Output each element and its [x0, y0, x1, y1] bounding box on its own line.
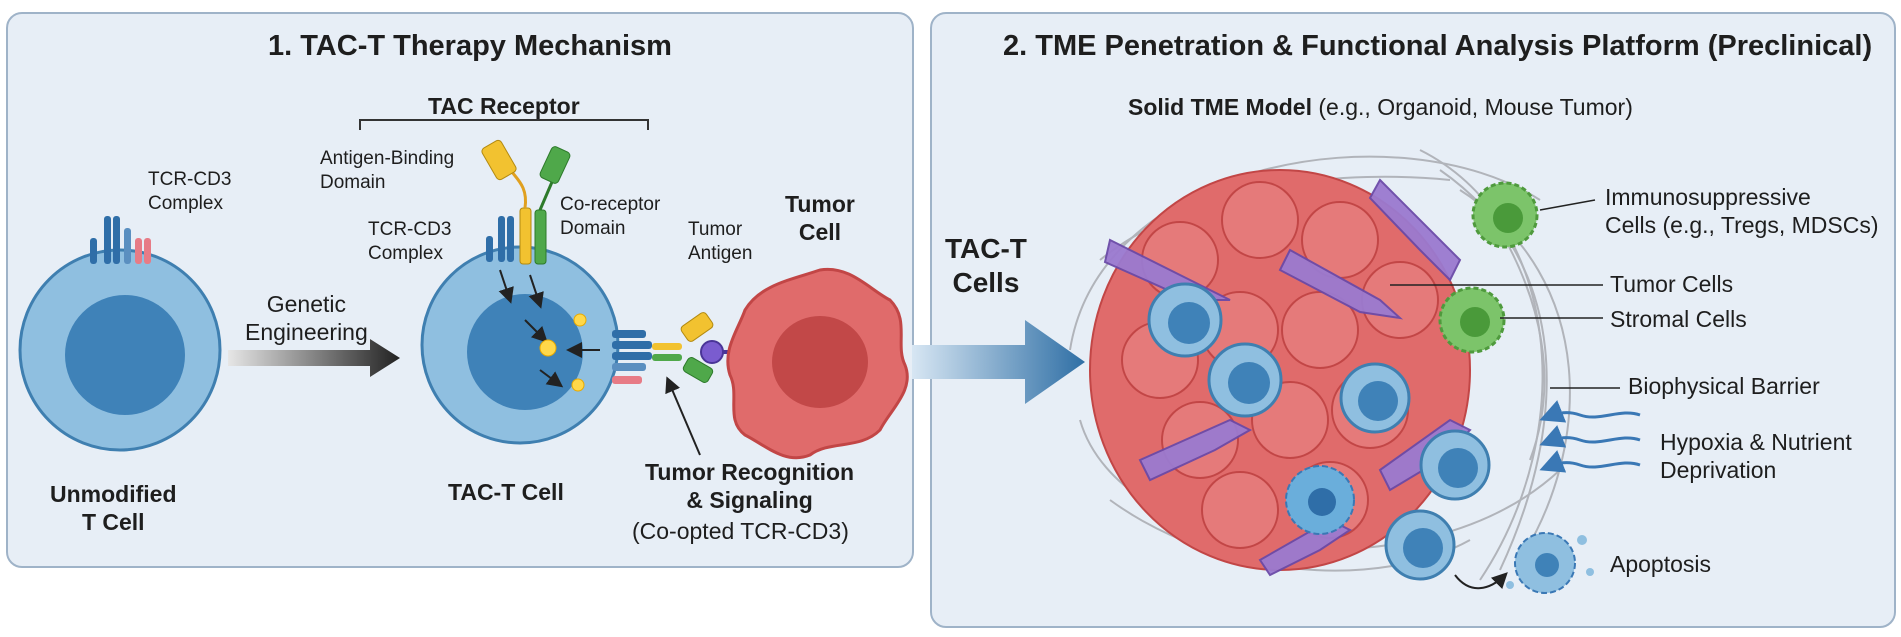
- apoptotic-cell-outside: [1506, 532, 1594, 594]
- tumor-recognition-label: Tumor Recognition & Signaling: [645, 459, 855, 513]
- stromal-cells-label: Stromal Cells: [1610, 306, 1747, 332]
- apoptotic-cell-inside: [1285, 465, 1355, 535]
- immunosuppressive-cell: [1471, 181, 1539, 249]
- apoptosis-arrow: [1454, 572, 1508, 590]
- hypoxia-label: Hypoxia & Nutrient Deprivation: [1660, 429, 1852, 483]
- tac-receptor-top: [481, 139, 571, 265]
- tme-model-title: Solid TME Model (e.g., Organoid, Mouse T…: [1128, 94, 1633, 121]
- genetic-engineering-label: Genetic Engineering: [245, 291, 368, 345]
- tac-t-cell: [420, 245, 620, 445]
- tac-receptor-bracket: [359, 119, 649, 130]
- apoptosis-label: Apoptosis: [1610, 551, 1712, 577]
- tcr-cd3-complex-left: [90, 216, 151, 264]
- immunosuppressive-label: Immunosuppressive Cells (e.g., Tregs, MD…: [1605, 184, 1879, 238]
- tumor-cell-label: Tumor Cell: [785, 191, 855, 245]
- coopted-label: (Co-opted TCR-CD3): [632, 518, 849, 544]
- tcr-cd3-left-label: TCR-CD3 Complex: [148, 169, 232, 214]
- panel2-title: 2. TME Penetration & Functional Analysis…: [1003, 30, 1873, 62]
- coreceptor-label: Co-receptor Domain: [560, 194, 661, 239]
- panel1-title: 1. TAC-T Therapy Mechanism: [268, 30, 672, 62]
- tac-receptor-side: [652, 312, 714, 383]
- tme-model-title-bold: Solid TME Model: [1128, 94, 1312, 120]
- hypoxia-waves: [1539, 400, 1641, 473]
- tac-receptor-label: TAC Receptor: [428, 93, 580, 119]
- tac-t-cells-infiltrating: [1147, 282, 1491, 581]
- genetic-engineering-arrow: [228, 339, 400, 377]
- stromal-cell-green: [1438, 286, 1506, 354]
- tumor-antigen-label: Tumor Antigen: [688, 219, 753, 264]
- unmodified-t-cell-label: Unmodified T Cell: [50, 481, 177, 535]
- tac-t-cells-arrow-label: TAC-T Cells: [945, 233, 1027, 298]
- signal-burst: [539, 313, 587, 392]
- tcr-cd3-complex-center: [486, 216, 514, 262]
- leader-lines: [1390, 199, 1620, 389]
- tcr-cd3-complex-side: [612, 330, 652, 384]
- biophysical-barrier-label: Biophysical Barrier: [1628, 373, 1820, 399]
- tac-t-cells-arrow: [912, 320, 1085, 404]
- tumor-cell: [726, 267, 909, 460]
- recognition-pointer: [665, 376, 701, 456]
- signaling-arrows: [498, 269, 600, 388]
- tac-t-cell-label: TAC-T Cell: [448, 479, 564, 505]
- tme-model-title-rest: (e.g., Organoid, Mouse Tumor): [1312, 94, 1633, 120]
- unmodified-t-cell: [18, 248, 222, 452]
- tcr-cd3-center-label: TCR-CD3 Complex: [368, 219, 452, 264]
- antigen-binding-label: Antigen-Binding Domain: [320, 148, 455, 193]
- tumor-cells-label: Tumor Cells: [1610, 271, 1734, 297]
